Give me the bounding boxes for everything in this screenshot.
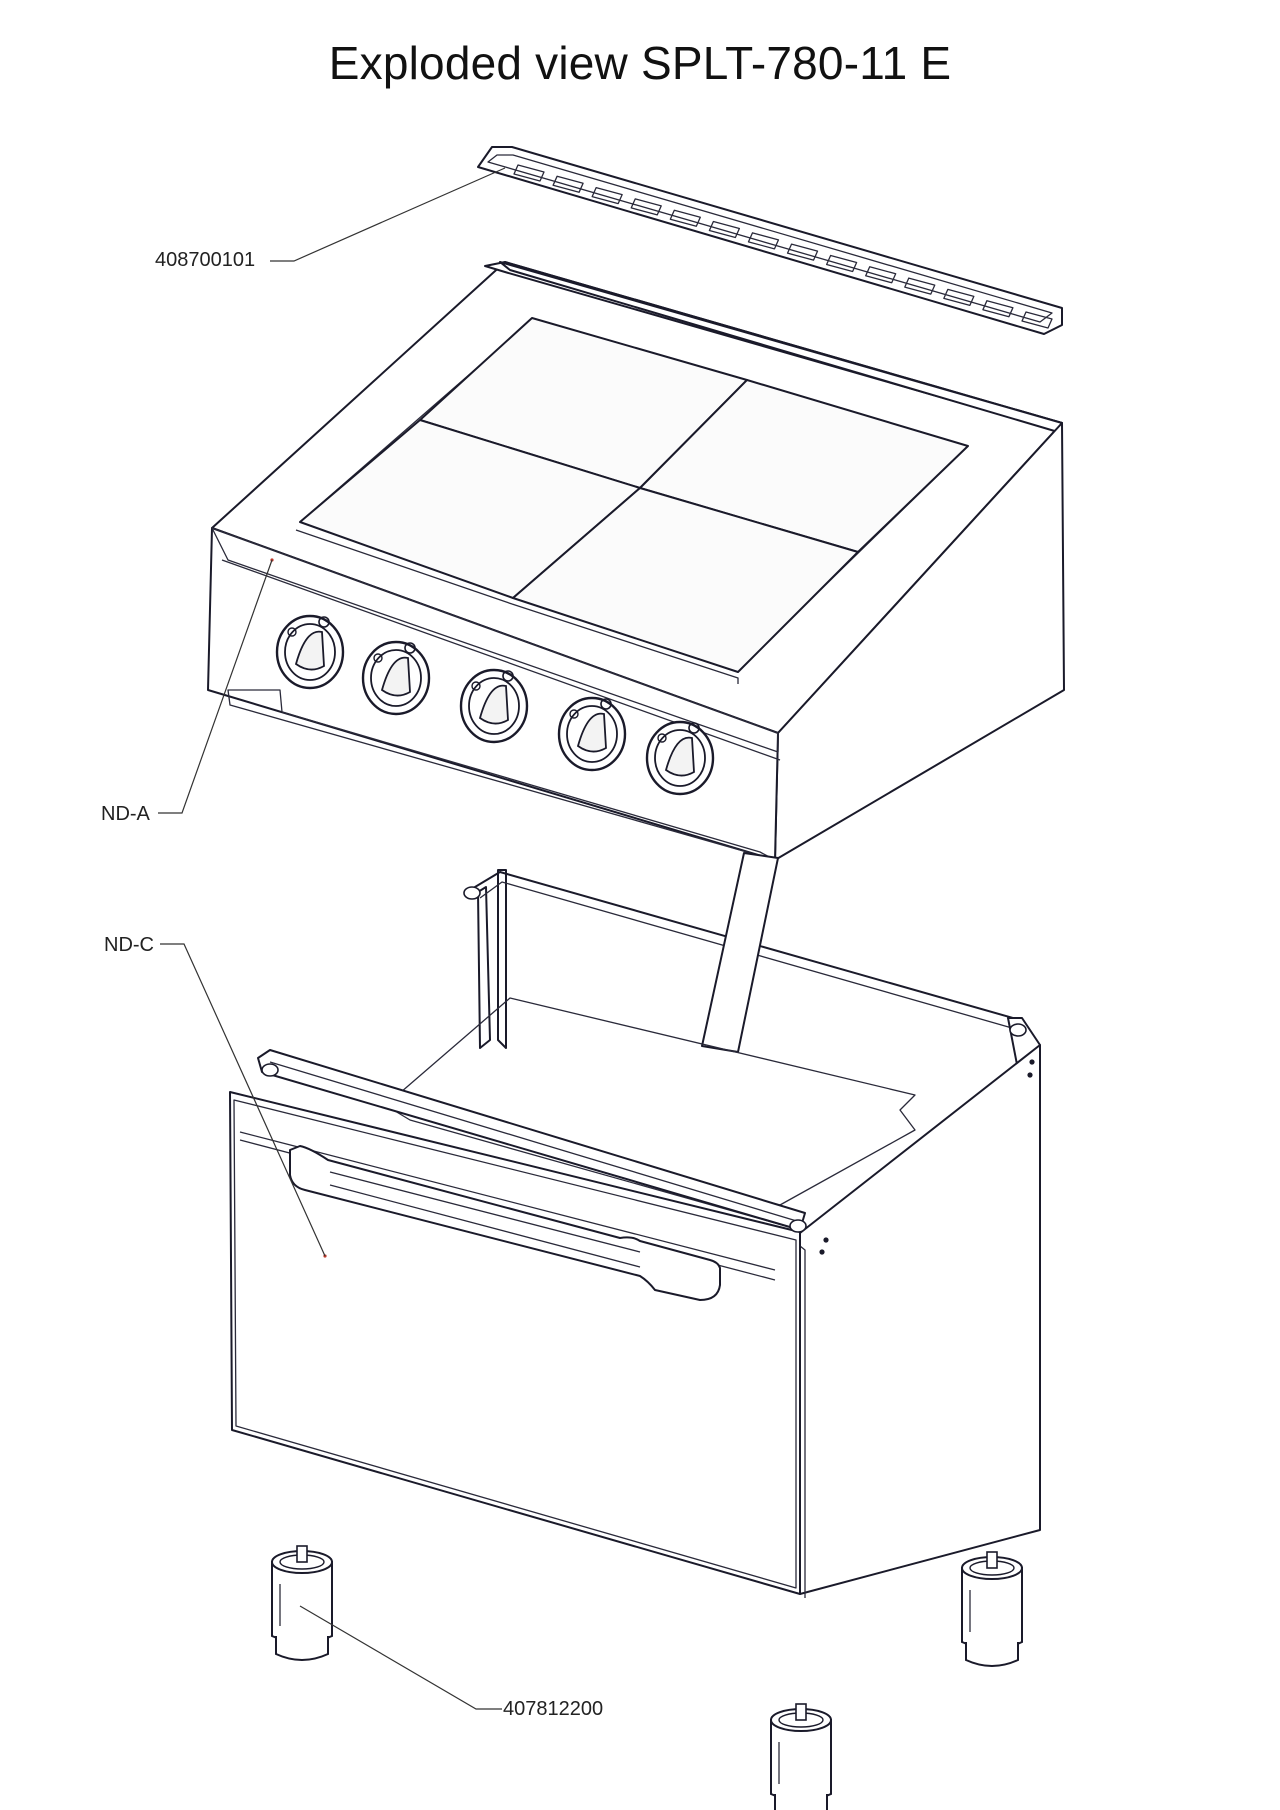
control-knob	[645, 720, 715, 796]
mount-hole	[819, 1249, 825, 1255]
leader-shelf	[270, 167, 506, 262]
control-knob	[275, 614, 345, 690]
adjustable-foot	[961, 1551, 1023, 1667]
control-knob	[459, 668, 529, 744]
rail-slot	[552, 175, 584, 193]
control-knob	[361, 640, 431, 716]
rail-slot	[591, 186, 623, 205]
adjustable-foot	[770, 1703, 832, 1810]
rail-slot	[825, 254, 858, 273]
rail-slot	[708, 220, 741, 239]
rail-slot	[513, 164, 545, 182]
rail-slot	[1021, 311, 1053, 329]
mount-hole	[823, 1237, 829, 1243]
corner-bolt	[463, 886, 481, 900]
shelf-rail-part	[477, 146, 1063, 335]
part-label-base-unit: ND-C	[104, 934, 154, 956]
rail-slot	[904, 277, 936, 295]
adjustable-feet-part	[271, 1545, 1023, 1810]
leader-base-unit	[160, 943, 326, 1257]
mount-hole	[1027, 1072, 1033, 1078]
rail-slot	[747, 232, 780, 250]
rail-slot	[786, 243, 819, 261]
rail-slot	[865, 266, 897, 284]
base-unit-part	[229, 558, 1041, 1598]
leader-feet	[299, 1605, 502, 1710]
part-label-top-unit: ND-A	[101, 803, 150, 825]
rail-slot	[982, 300, 1014, 318]
rail-slot	[669, 209, 701, 227]
rail-slot	[630, 198, 662, 216]
corner-bolt	[261, 1063, 279, 1077]
top-unit-part	[207, 261, 1065, 861]
part-label-feet: 407812200	[503, 1698, 604, 1720]
corner-bolt	[789, 1219, 807, 1233]
mount-hole	[1029, 1059, 1035, 1065]
control-knob	[557, 696, 627, 772]
rail-slot	[943, 288, 975, 307]
adjustable-foot	[271, 1545, 333, 1661]
corner-bolt	[1009, 1023, 1027, 1037]
leader-top-unit	[158, 559, 273, 814]
part-label-shelf: 408700101	[155, 249, 256, 271]
diagram-title: Exploded view SPLT-780-11 E	[328, 37, 952, 89]
